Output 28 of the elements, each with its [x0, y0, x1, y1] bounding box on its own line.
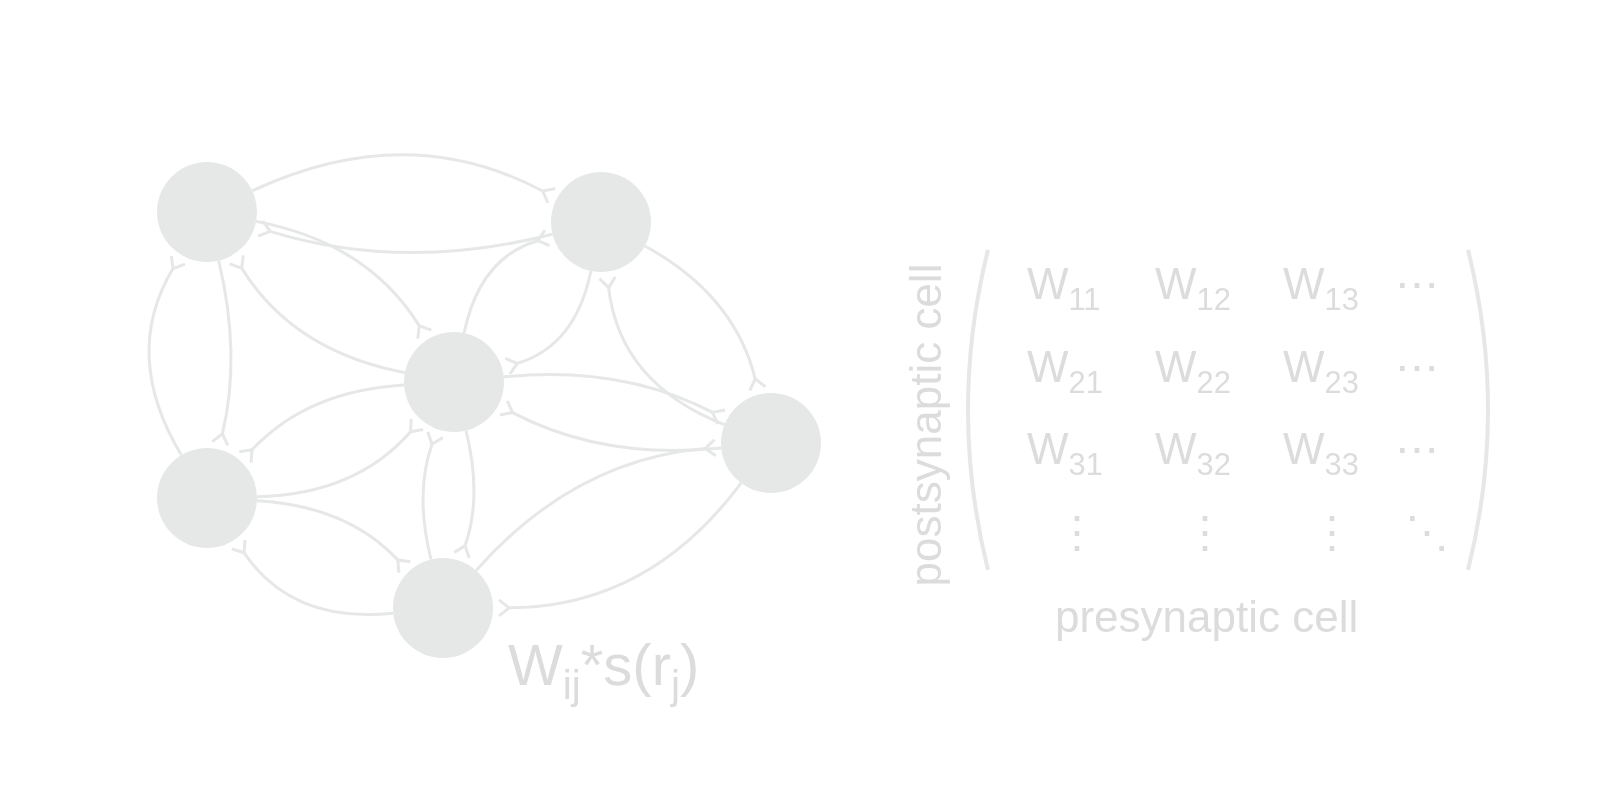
synapse-connector [210, 260, 233, 447]
synapse-connector [503, 270, 593, 376]
synapse-connector [503, 373, 727, 426]
synapse-connector [255, 219, 433, 341]
ellipsis: ⋯ [1395, 427, 1439, 471]
synapse-connector [256, 417, 425, 499]
synapse-connector [228, 253, 406, 375]
synapse-connector [475, 438, 718, 572]
synapse-connector [237, 383, 405, 465]
synapse-connector [497, 482, 743, 618]
ellipsis: ⋱ [1405, 510, 1449, 554]
synapse-connector [498, 399, 722, 452]
ellipsis: ⋮ [1310, 510, 1354, 554]
synapse-connector [644, 244, 768, 393]
ellipsis: ⋮ [1055, 510, 1099, 554]
synapse-connector [251, 153, 557, 205]
ellipsis: ⋯ [1395, 345, 1439, 389]
synapse-connector [452, 430, 476, 560]
ellipsis: ⋮ [1183, 510, 1227, 554]
ellipsis: ⋯ [1395, 262, 1439, 306]
synapse-connector [147, 254, 187, 456]
synapse-connector [256, 499, 413, 575]
synapse-connector [230, 538, 394, 616]
neuron-circle [404, 332, 504, 432]
synapse-connector [597, 274, 726, 427]
synapse-connector [256, 219, 553, 254]
synapse-connector [421, 430, 445, 560]
synapse-connector [462, 228, 552, 334]
